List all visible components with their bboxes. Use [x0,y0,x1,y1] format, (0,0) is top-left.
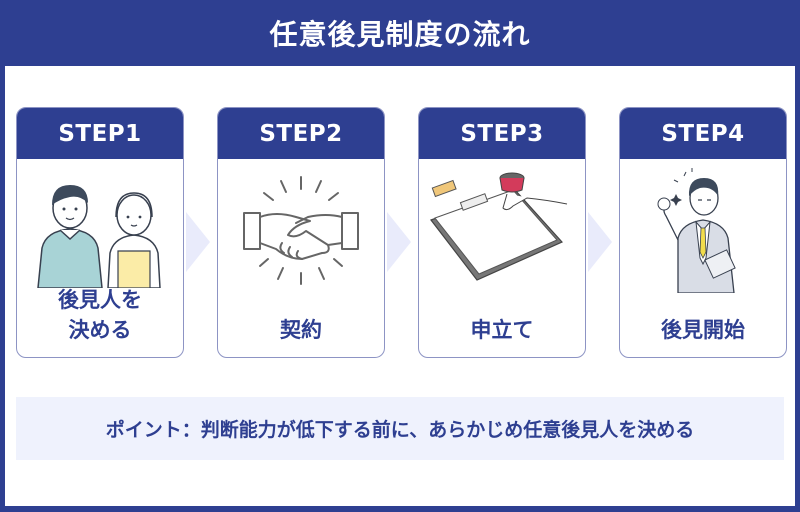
arrow-right-icon [387,212,411,272]
step-header: STEP3 [419,108,585,159]
two-people-icon [17,170,183,290]
step-text-line1: 契約 [280,318,322,342]
step-card-2: STEP2 契約 [217,107,385,358]
step-header: STEP1 [17,108,183,159]
step-text-line1: 後見開始 [661,318,745,342]
step-header: STEP4 [620,108,786,159]
step-text-line2: 決める [68,318,132,342]
step-card-1: STEP1 後見人を 決める [16,107,184,358]
point-text: ポイント：判断能力が低下する前に、あらかじめ任意後見人を決める [105,419,695,441]
step-text-line1: 後見人を [58,288,142,312]
businessman-ok-icon [620,167,786,293]
handshake-icon [218,170,384,290]
arrow-right-icon [186,212,210,272]
step-label: 後見人を 決める [17,285,183,345]
step-card-3: STEP3 申立て [418,107,586,358]
point-box: ポイント：判断能力が低下する前に、あらかじめ任意後見人を決める [16,397,784,460]
page-title: 任意後見制度の流れ [269,18,531,51]
step-text-line1: 申立て [470,318,534,342]
step-label: 申立て [419,315,585,345]
header: 任意後見制度の流れ [0,0,800,66]
step-label: 契約 [218,315,384,345]
arrow-right-icon [588,212,612,272]
step-card-4: STEP4 後見開始 [619,107,787,358]
step-header: STEP2 [218,108,384,159]
clipboard-stamp-icon [419,170,585,290]
step-label: 後見開始 [620,315,786,345]
